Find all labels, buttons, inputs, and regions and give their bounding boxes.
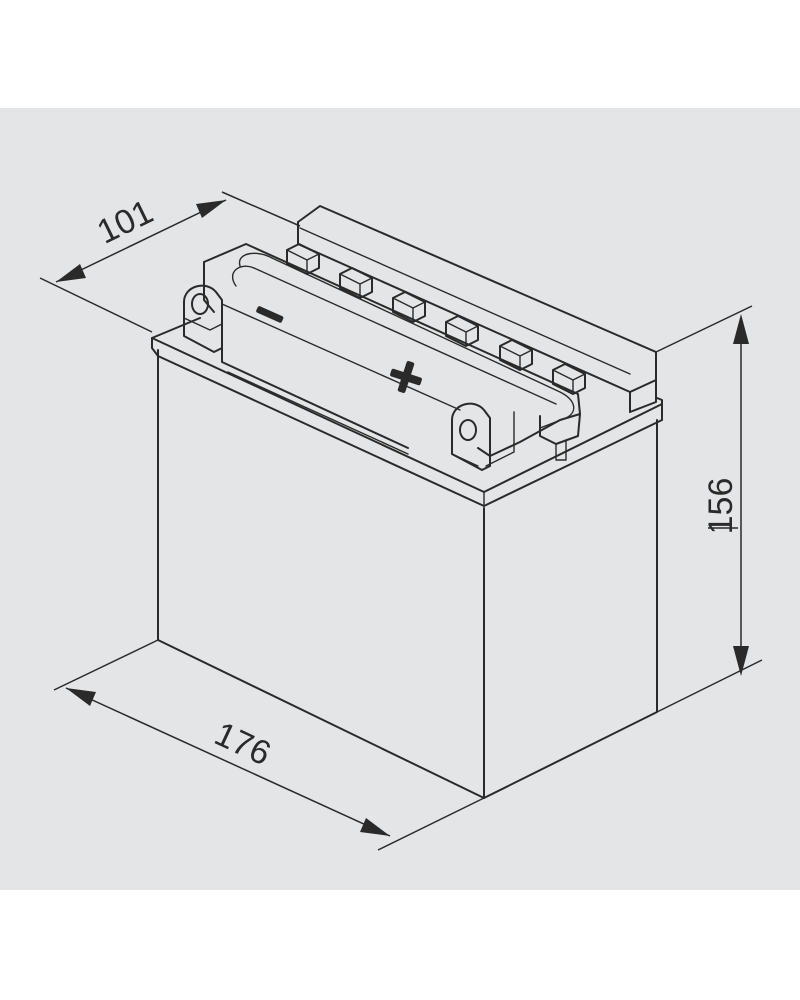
length-arrow-start	[66, 688, 96, 706]
positive-symbol: +	[0, 0, 422, 393]
negative-terminal-lug	[183, 284, 223, 353]
width-arrow-start	[56, 264, 86, 282]
width-arrow-end	[196, 200, 226, 218]
height-dimension: 156	[655, 305, 763, 713]
negative-label: −	[0, 0, 1, 1]
height-arrow-bottom	[733, 646, 749, 676]
height-arrow-top	[733, 314, 749, 344]
background-panel	[0, 108, 800, 890]
height-label: 156	[702, 478, 740, 535]
positive-label: +	[0, 0, 1, 1]
positive-terminal-lug	[451, 402, 491, 471]
length-dimension-line	[65, 687, 391, 837]
height-extension-line-top	[655, 305, 753, 353]
width-extension-line-a	[39, 277, 153, 333]
length-arrow-end	[360, 818, 390, 836]
battery-front-face	[157, 349, 485, 799]
height-extension-line-bottom	[656, 659, 763, 713]
negative-symbol: −	[0, 0, 284, 323]
length-extension-line-a	[53, 639, 159, 691]
width-dimension-line	[55, 199, 227, 283]
length-extension-line-b	[377, 797, 485, 851]
width-extension-line-b	[221, 191, 301, 227]
